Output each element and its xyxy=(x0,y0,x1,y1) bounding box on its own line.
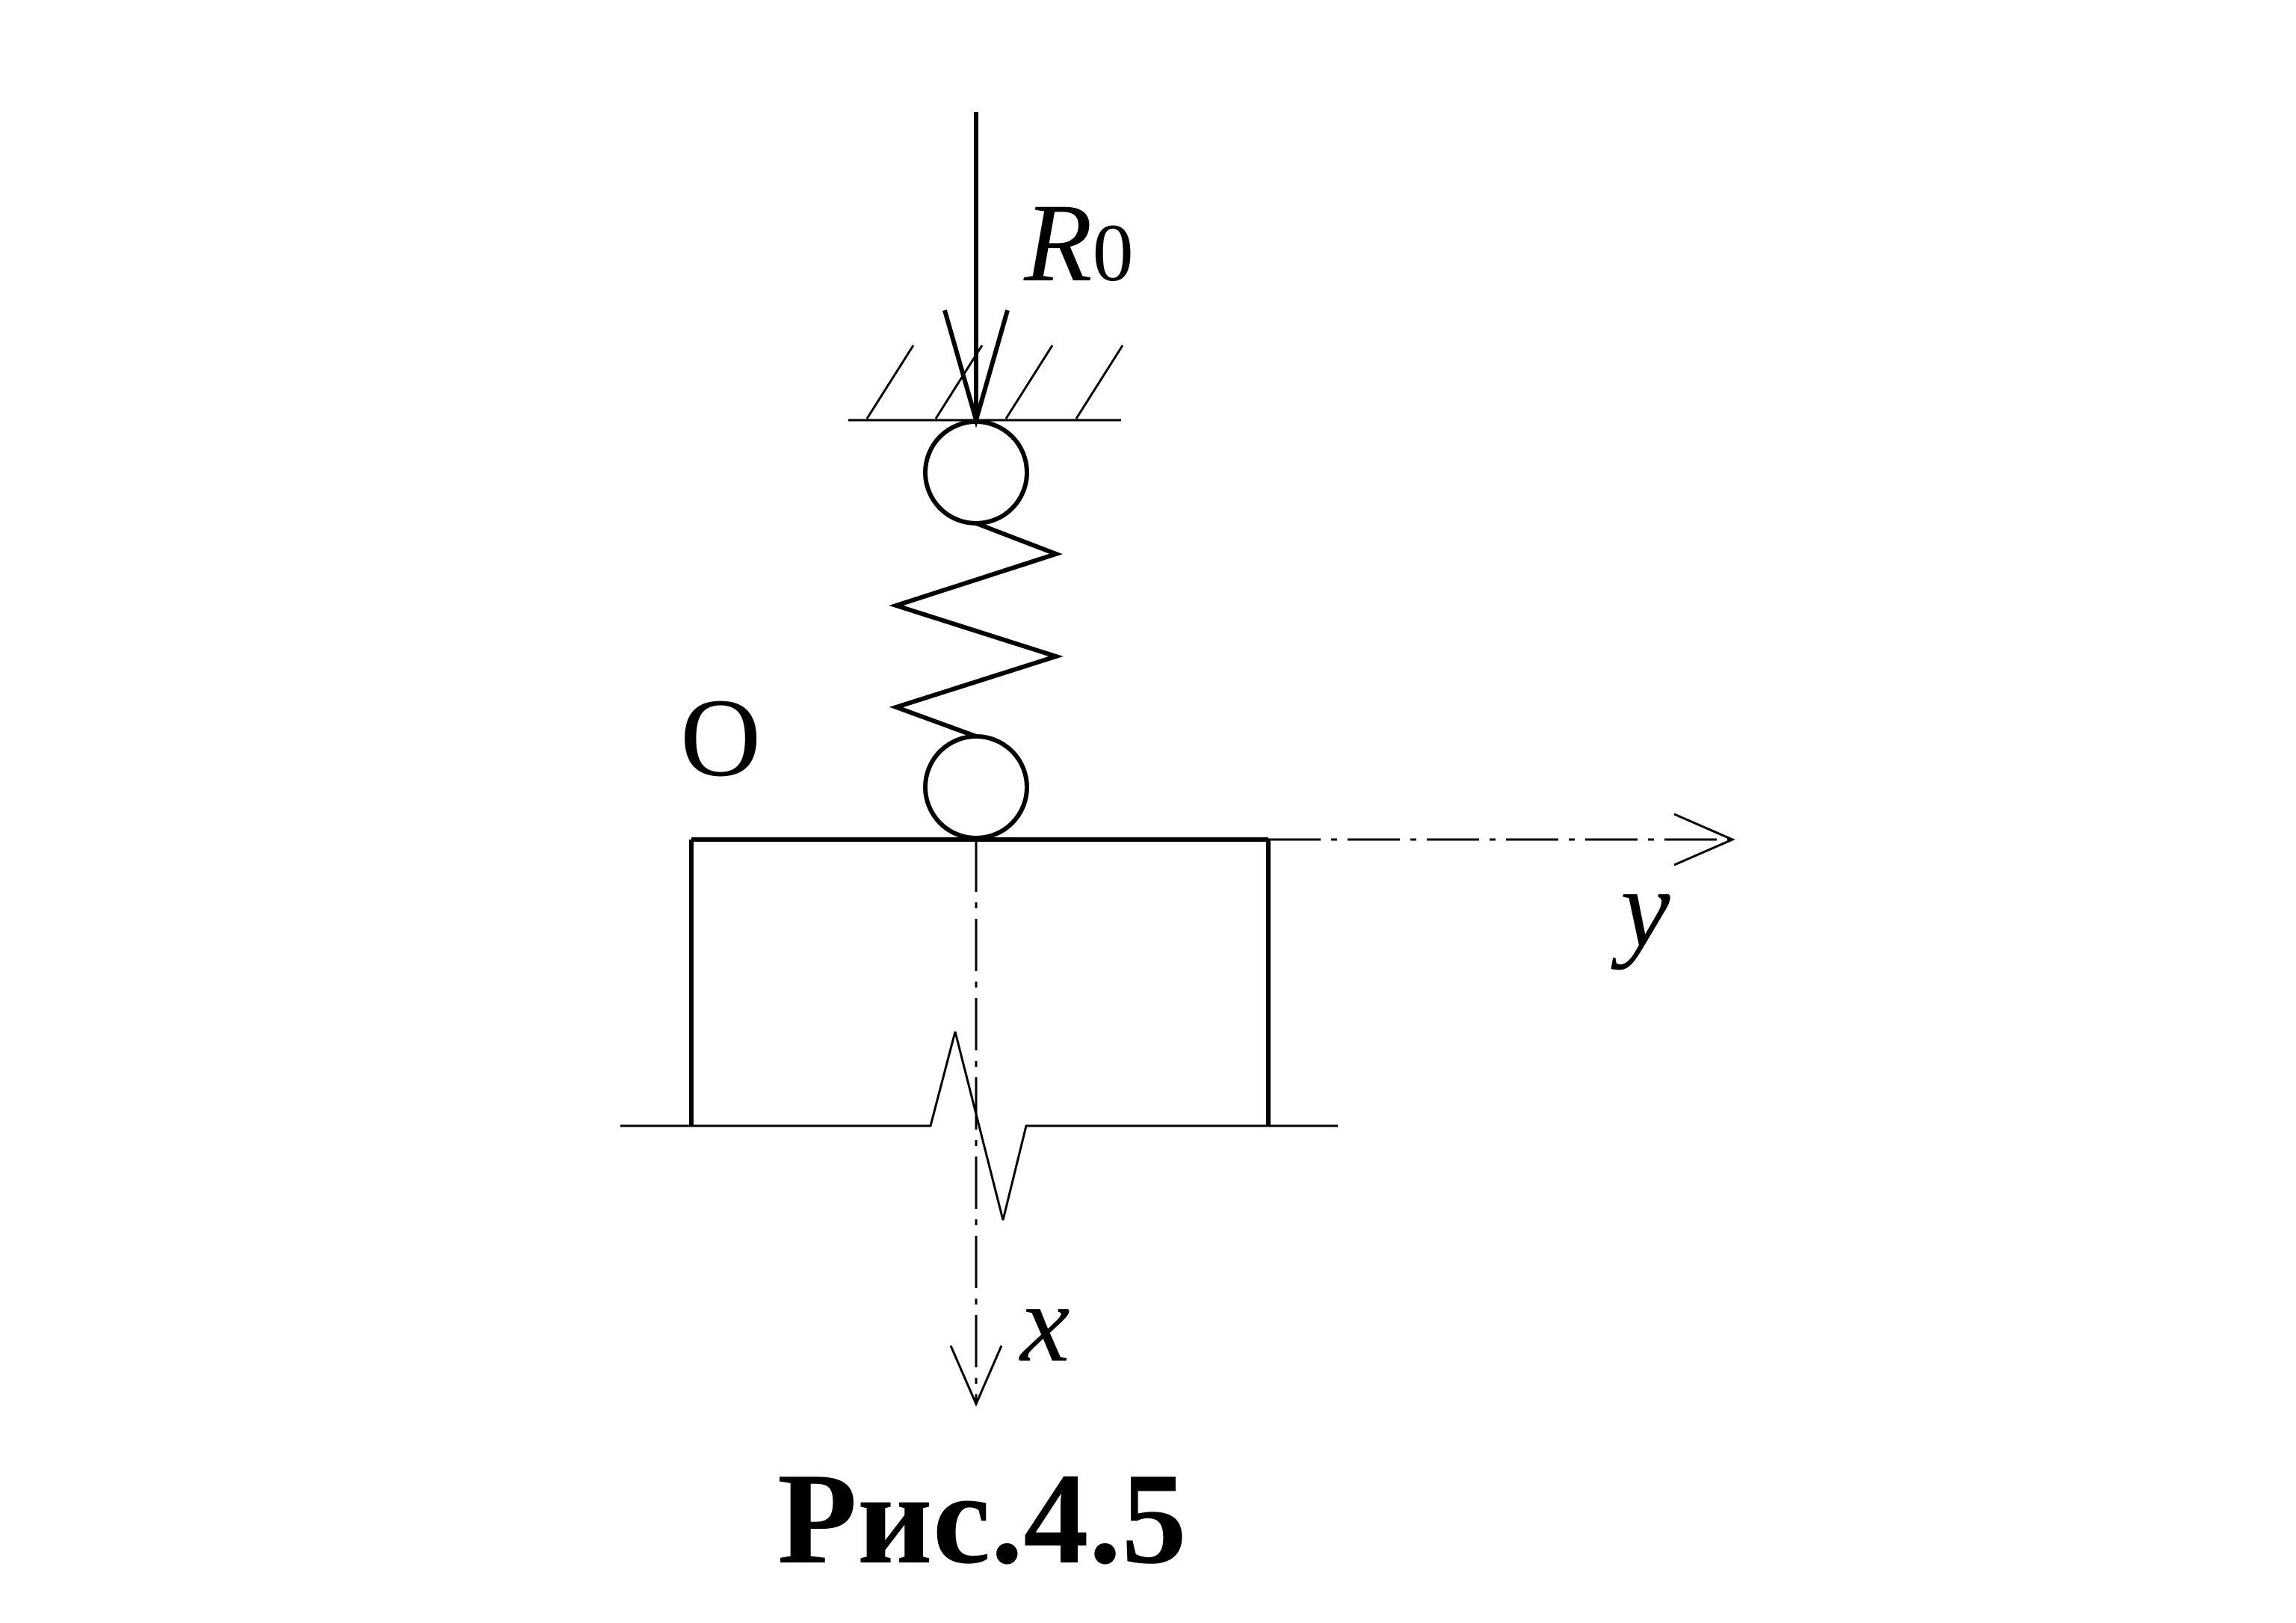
y-axis xyxy=(1268,813,1735,866)
x-axis-label: x xyxy=(1019,1261,1070,1385)
figure-caption: Рис.4.5 xyxy=(777,1446,1187,1591)
elastic-body xyxy=(620,837,1338,1221)
x-axis xyxy=(949,840,1003,1407)
y-axis-label: y xyxy=(1611,846,1670,970)
force-subscript: 0 xyxy=(1093,207,1134,298)
origin-label: O xyxy=(680,676,761,800)
force-arrow xyxy=(942,112,1010,428)
force-label: R0 xyxy=(1023,181,1134,305)
fixed-support xyxy=(848,345,1124,422)
spring xyxy=(889,419,1064,840)
